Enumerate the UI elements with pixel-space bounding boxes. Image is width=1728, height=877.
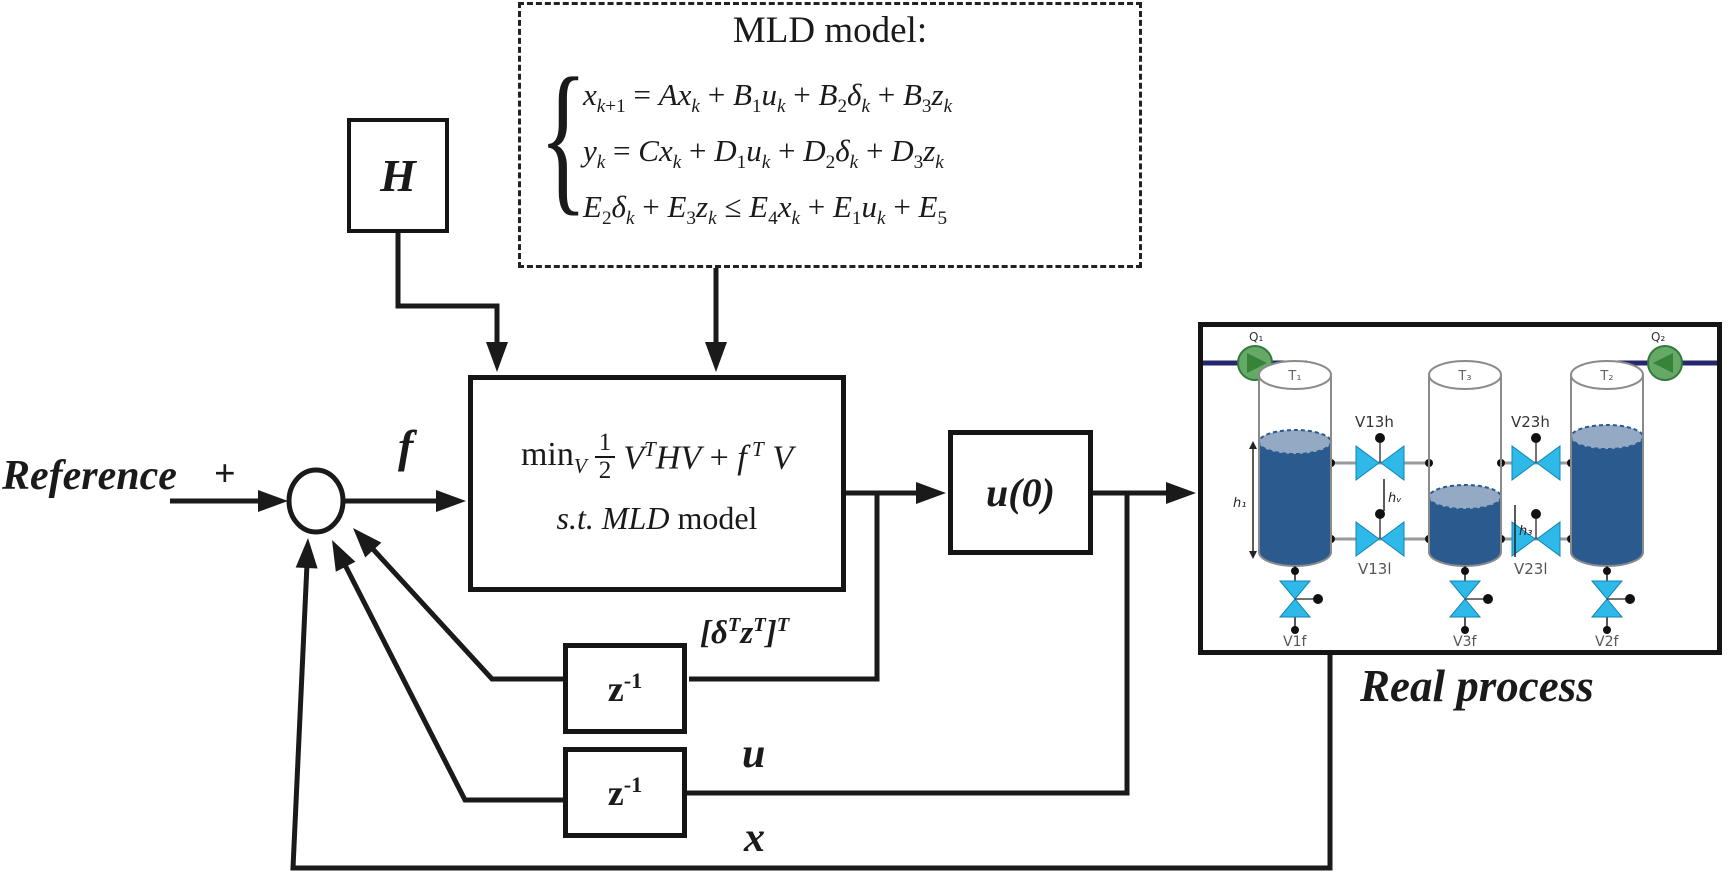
qp-optimizer-block: minV 1 2 VTHV + f T V s.t. MLD model [468,375,846,592]
tank1-liquid [1259,442,1331,566]
arrowhead-process-in [1166,482,1196,504]
tank-3: T₃ [1428,360,1502,567]
arrowhead-h [486,342,508,372]
v23l-label: V23l [1514,560,1548,578]
qp-objective: minV 1 2 VTHV + f T V [520,429,794,485]
real-process-box: Q₁ Q₂ T₁ [1198,322,1722,655]
pump-rotor-icon [1247,353,1267,373]
u-branch-line [687,493,1130,796]
arrowheads [258,342,1196,572]
tank1-liquid-surface [1258,429,1332,455]
tank2-wall [1570,375,1644,567]
tank2-liquid [1571,437,1643,566]
mld-model-title: MLD model: [732,10,928,51]
u0-label: u(0) [986,470,1055,515]
tank3-wall [1428,375,1502,567]
h3-label: h₃ [1519,524,1532,539]
tank1-label: T₁ [1287,369,1301,384]
fraction-denominator: 2 [598,457,612,484]
qp-constraint: s.t. MLD model [556,500,758,537]
hv-label: hᵥ [1388,491,1402,506]
h-block: H [347,118,449,233]
arrowhead-z2-sum [332,540,356,572]
tank3-liquid-surface [1428,484,1502,510]
z2-feedback-line [341,561,563,803]
tank3-label: T₃ [1457,369,1471,384]
real-process-caption: Real process [1360,661,1594,711]
tank-2: T₂ [1570,360,1644,567]
v1f-label: V1f [1283,634,1307,650]
x-signal-label: x [744,815,765,861]
reference-label: Reference [2,453,177,499]
tank2-liquid-surface [1570,424,1644,450]
valve-v3f: V3f [1448,566,1493,650]
delay-block-u: z-1 [563,747,687,838]
min-operator: minV [520,435,587,478]
x-feedback-line [290,563,1333,871]
mld-equation-constraint: E2δk + E3zk ≤ E4xk + E1uk + E5 [583,189,948,230]
z-inverse-label: z-1 [607,667,643,709]
one-half-fraction: 1 2 [594,429,616,485]
objective-expression: VTHV + f T V [623,436,794,477]
h1-label: h₁ [1233,496,1246,511]
pump1-label: Q₁ [1249,330,1263,344]
pump2-label: Q₂ [1651,330,1665,344]
tank3-liquid [1429,497,1501,566]
valve-v13h: V13h [1355,413,1405,481]
mld-equation-output: yk = Cxk + D1uk + D2δk + D3zk [583,133,944,174]
tank3-top [1428,360,1502,390]
valve-v2f: V2f [1590,566,1635,650]
valve-v1f: V1f [1278,566,1323,650]
tank2-label: T₂ [1599,369,1613,384]
tank-1: T₁ [1258,360,1332,567]
z1-feedback-line [369,545,563,682]
arrowhead-z1-sum [353,528,382,558]
valve-v13l: V13l [1355,509,1405,578]
f-signal-label: f [398,421,414,472]
delay-block-deltaz: z-1 [563,643,687,734]
z-inverse-label: z-1 [607,771,643,813]
v2f-label: V2f [1595,634,1619,650]
arrowhead-f [436,490,466,512]
mld-model-box: MLD model: { xk+1 = Axk + B1uk + B2δk + … [518,2,1142,268]
three-tank-schematic: Q₁ Q₂ T₁ [1203,330,1717,650]
v23h-label: V23h [1511,413,1550,431]
h-connector-line [395,233,500,344]
plus-sign: + [214,453,236,495]
u-signal-label: u [742,731,766,777]
deltaz-signal-label: [δTzT]T [700,614,790,651]
valve-v23l: V23l [1511,509,1561,578]
arrowhead-x-sum [295,538,318,569]
mld-equation-state: xk+1 = Axk + B1uk + B2δk + B3zk [583,77,953,118]
v3f-label: V3f [1453,634,1477,650]
arrowhead-u0-in [916,482,946,504]
h-block-label: H [380,150,416,201]
tank1-wall [1258,375,1332,567]
v13l-label: V13l [1358,560,1392,578]
deltaz-branch-line [689,493,880,682]
summing-junction [286,467,346,535]
arrowhead-mld [705,342,727,372]
fraction-numerator: 1 [594,429,616,458]
tank1-top [1258,360,1332,390]
tank2-top [1570,360,1644,390]
valve-v23h: V23h [1511,413,1561,481]
v13h-label: V13h [1355,413,1394,431]
level-marks [1249,441,1516,559]
u0-block: u(0) [948,430,1093,555]
mld-equations: xk+1 = Axk + B1uk + B2δk + B3zk yk = Cxk… [583,67,952,235]
arrowhead-into-sum [258,490,288,512]
pump-rotor-icon [1653,353,1673,373]
equation-brace: { [539,44,588,230]
